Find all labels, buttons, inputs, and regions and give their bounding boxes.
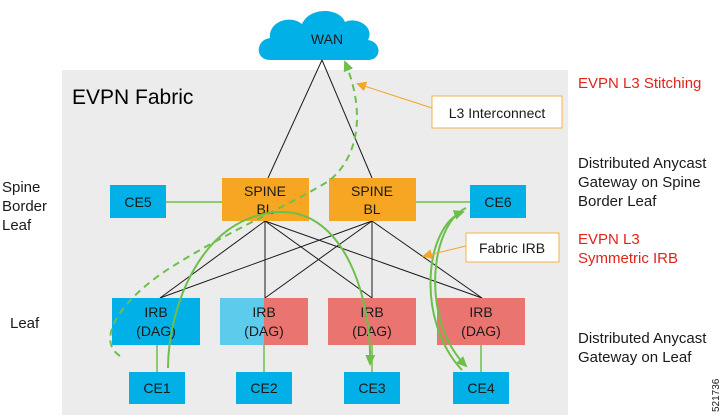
spine-bl-2: SPINE BL [329, 178, 416, 221]
ce2-label: CE2 [250, 380, 277, 396]
ce4-node: CE4 [453, 372, 509, 404]
spine-bl-1-line1: SPINE [244, 183, 286, 199]
ce6-node: CE6 [470, 185, 526, 218]
ce1-label: CE1 [143, 380, 170, 396]
evpn-l3-symmetric-line1: EVPN L3 [578, 231, 640, 248]
left-label-leaf: Leaf [10, 315, 40, 332]
leaf-4-line1: IRB [469, 304, 492, 320]
dag-spine-line2: Gateway on Spine [578, 174, 701, 191]
spine1-leaf1-link [159, 220, 266, 299]
left-label-spine: Spine [2, 179, 40, 196]
ce4-label: CE4 [467, 380, 494, 396]
fabric-irb-label: Fabric IRB [479, 240, 545, 256]
leaf-3: IRB (DAG) [328, 298, 416, 345]
spine-bl-2-line2: BL [363, 201, 380, 217]
evpn-l3-stitching-label: EVPN L3 Stitching [578, 75, 701, 92]
ce2-node: CE2 [236, 372, 292, 404]
left-label-border: Border [2, 198, 47, 215]
ce6-label: CE6 [484, 194, 511, 210]
ce4-ce6-flow [429, 210, 465, 371]
leaf-4: IRB (DAG) [437, 298, 525, 345]
left-label-leaf-1: Leaf [2, 217, 32, 234]
fabric-irb-callout: Fabric IRB [422, 232, 560, 263]
ce5-label: CE5 [124, 194, 151, 210]
wan-spine2-link [321, 59, 373, 179]
spine2-leaf4-link [371, 220, 483, 299]
ce1-node: CE1 [129, 372, 185, 404]
fabric-links [159, 59, 483, 299]
dag-leaf-line1: Distributed Anycast [578, 330, 707, 347]
evpn-fabric-title: EVPN Fabric [72, 86, 193, 109]
l3-stitching-dashed-flow [109, 60, 358, 357]
leaf-3-line2: (DAG) [352, 323, 392, 339]
spine1-leaf4-link [264, 220, 483, 299]
leaf-2-line1: IRB [252, 304, 275, 320]
dag-spine-line3: Border Leaf [578, 193, 657, 210]
l3-interconnect-callout: L3 Interconnect [356, 81, 563, 129]
leaf-4-line2: (DAG) [461, 323, 501, 339]
ce3-node: CE3 [344, 372, 400, 404]
spine2-leaf1-link [159, 220, 373, 299]
leaf-1-line2: (DAG) [136, 323, 176, 339]
l3-interconnect-label: L3 Interconnect [449, 105, 546, 121]
leaf-1-line1: IRB [144, 304, 167, 320]
dag-leaf-line2: Gateway on Leaf [578, 349, 692, 366]
leaf-2: IRB (DAG) [220, 298, 308, 345]
spine2-leaf2-link [264, 220, 373, 299]
ce5-node: CE5 [110, 185, 166, 218]
evpn-l3-symmetric-line2: Symmetric IRB [578, 250, 678, 267]
wan-label: WAN [311, 31, 343, 47]
wan-spine1-link [267, 59, 323, 179]
ce3-label: CE3 [358, 380, 385, 396]
leaf-2-line2: (DAG) [244, 323, 284, 339]
ce1-ce3-symmetric-flow [167, 210, 376, 369]
wan-cloud: WAN [258, 11, 379, 60]
dag-spine-line1: Distributed Anycast [578, 155, 707, 172]
figure-id: 521736 [711, 378, 722, 412]
spine-bl-2-line1: SPINE [351, 183, 393, 199]
leaf-1: IRB (DAG) [112, 298, 200, 345]
